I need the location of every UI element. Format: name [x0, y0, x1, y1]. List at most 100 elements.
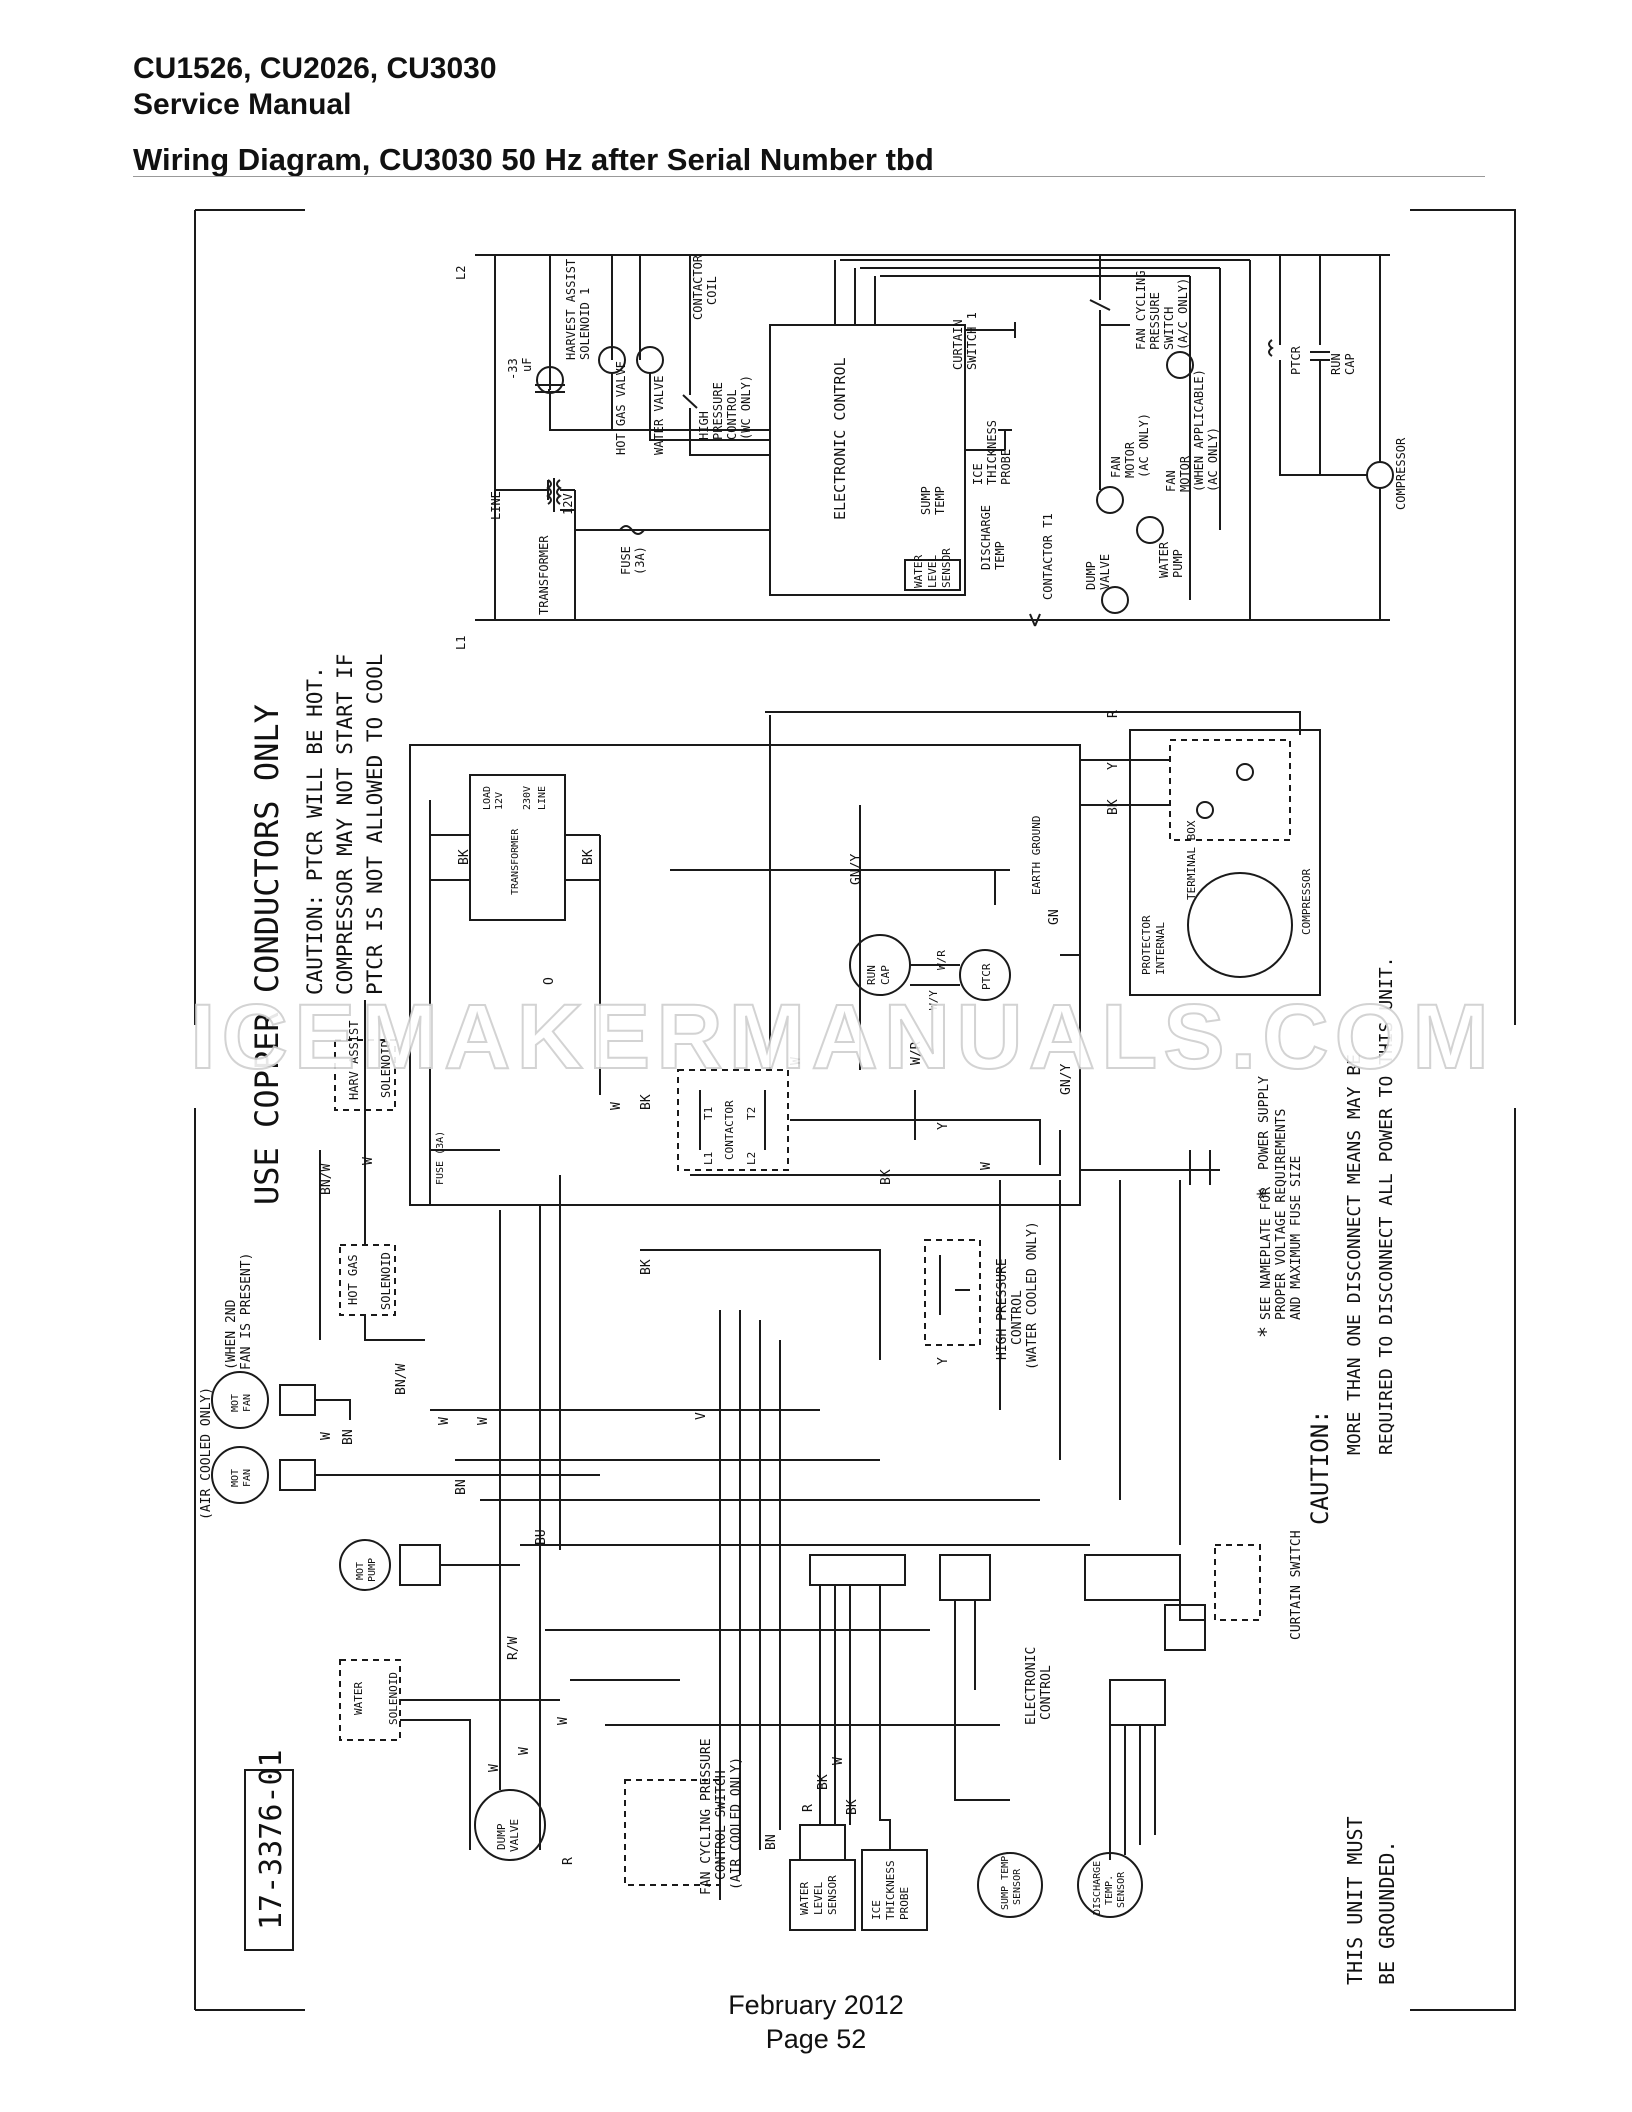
curtain-switch-label: CURTAIN SWITCH	[1289, 1530, 1304, 1640]
caution-may-not-start: COMPRESSOR MAY NOT START IF	[333, 654, 357, 995]
discharge-sensor-label-2: TEMP.	[1104, 1875, 1115, 1905]
o-label: O	[542, 977, 557, 985]
hot-gas-solenoid-label: SOLENOID	[379, 1252, 393, 1310]
w-label-6: W	[437, 1417, 452, 1425]
fan-cycling-label-3: SWITCH	[1162, 307, 1176, 350]
hp-control-switch	[682, 255, 770, 456]
r-w-label: R/W	[506, 1636, 521, 1660]
vertical-harness	[640, 1249, 881, 1900]
valve-returns	[611, 373, 770, 441]
sump-sensor-label-2: SENSOR	[1012, 1868, 1023, 1905]
hp-control-label-4: (WC ONLY)	[739, 375, 753, 440]
r-label-1: R	[1106, 710, 1121, 718]
nameplate-line-3: AND MAXIMUM FUSE SIZE	[1289, 1156, 1304, 1320]
pump-connector	[399, 1544, 441, 1586]
fan-cycling-schematic-3: (AIR COOLED ONLY)	[729, 1757, 744, 1890]
curtain-label-2: SWITCH 1	[965, 312, 979, 370]
bn-w-label-1: BN/W	[319, 1164, 334, 1195]
grounded-line-1: THIS UNIT MUST	[1343, 1816, 1367, 1985]
water-valve-label: WATER VALVE	[652, 376, 666, 455]
transformer-secondary	[560, 489, 770, 620]
water-solenoid-label-2: SOLENOID	[387, 1672, 400, 1725]
schematic-transformer	[469, 774, 566, 921]
bk-label-4: BK	[879, 1169, 894, 1185]
electronic-control-label-2: CONTROL	[1039, 1665, 1054, 1720]
ice-probe-label: ICE	[971, 463, 985, 485]
load-label: LOAD	[482, 786, 493, 810]
nameplate-star: *	[1254, 1326, 1278, 1338]
fan-connector-1	[279, 1459, 316, 1491]
dump-valve-label: DUMP	[1084, 561, 1098, 590]
sump-temp-label-2: TEMP	[933, 486, 947, 515]
bn-label-3: BN	[764, 1834, 779, 1850]
contactor-coil-label-2: COIL	[705, 276, 719, 305]
fuse-label: FUSE	[619, 546, 633, 575]
fan-motor-when-label: FAN	[1164, 470, 1178, 492]
v12-label: 12V	[561, 493, 575, 515]
power-supply-star: *	[1253, 1188, 1277, 1200]
water-level-label-2: LEVEL	[926, 555, 939, 588]
w-label-5: W	[319, 1432, 334, 1440]
transformer-label: TRANSFORMER	[537, 535, 551, 615]
y-label-1: Y	[936, 1122, 951, 1130]
sump-temp-sensor	[977, 1852, 1043, 1918]
water-level-sensor	[789, 1859, 856, 1931]
contactor-leads	[690, 715, 1061, 1176]
air-cooled-label: (AIR COOLED ONLY)	[199, 1387, 214, 1520]
page-title: Wiring Diagram, CU3030 50 Hz after Seria…	[133, 142, 934, 177]
compressor-motor	[1366, 461, 1394, 489]
control-outputs	[834, 259, 1250, 325]
ptcr-schematic: PTCR	[980, 963, 993, 990]
load-voltage: 12V	[494, 792, 505, 810]
bn-label-2: BN	[454, 1479, 469, 1495]
copper-warning: USE COPPER CONDUCTORS ONLY	[248, 704, 286, 1205]
curtain-switch-box	[1214, 1544, 1261, 1621]
ladder-control-label: ELECTRONIC CONTROL	[831, 357, 849, 520]
bk-label-1: BK	[457, 849, 472, 865]
second-fan-motor	[211, 1371, 269, 1429]
r-label-3: R	[801, 1804, 816, 1812]
control-box-outline	[409, 744, 1081, 1206]
ladder-l2: L2	[454, 266, 468, 280]
line-label: LINE	[537, 786, 548, 810]
y-label-2: Y	[1106, 762, 1121, 770]
w-r-label-2: W/R	[909, 1041, 924, 1065]
gn-label: GN	[1047, 909, 1062, 925]
t1-label: T1	[702, 1107, 715, 1120]
disconnect-line-1: MORE THAN ONE DISCONNECT MEANS MAY BE	[1344, 1054, 1365, 1455]
ladder-capacitor	[535, 255, 770, 431]
sensor-leads	[819, 1585, 891, 1850]
supply-harness	[999, 1180, 1181, 1545]
ladder-compressor-label: COMPRESSOR	[1394, 437, 1408, 510]
fan-cycling-schematic-2: CONTROL SWITCH	[714, 1770, 729, 1880]
discharge-temp-label: DISCHARGE	[979, 505, 993, 570]
bk-label-2: BK	[581, 849, 596, 865]
hp-schematic-label: HIGH PRESSURE	[995, 1258, 1010, 1360]
terminal-box	[1169, 739, 1291, 841]
water-level-label-3: SENSOR	[940, 548, 953, 588]
v-label: V	[694, 1412, 709, 1420]
dump-valve-schematic: DUMP	[495, 1823, 508, 1850]
grounded-line-2: BE GROUNDED.	[1375, 1841, 1399, 1986]
discharge-temp-label-2: TEMP	[993, 541, 1007, 570]
manual-heading: Service Manual	[133, 88, 352, 121]
water-solenoid-label: WATER	[352, 1682, 365, 1715]
water-pump-label-2: PUMP	[1171, 549, 1185, 578]
l2-label: L2	[745, 1152, 758, 1165]
caution-heading: CAUTION:	[1306, 1409, 1334, 1525]
bk-label-7: BK	[816, 1774, 831, 1790]
w-label-2: W	[609, 1102, 624, 1110]
fan-motor-ac-label-2: MOTOR	[1123, 441, 1137, 478]
fan-motor-ac-label-3: (AC ONLY)	[1137, 413, 1151, 478]
curtain-connector	[1164, 1604, 1206, 1651]
part-number-box	[244, 1769, 294, 1951]
compressor-wiring	[1279, 255, 1381, 620]
ice-probe-schematic-3: PROBE	[898, 1887, 911, 1920]
hp-control-box	[924, 1239, 981, 1346]
contactor-t1-label: CONTACTOR T1	[1041, 513, 1055, 600]
harv-solenoid-label: SOLENOID	[379, 1040, 393, 1098]
w-r-label: W/R	[935, 950, 948, 970]
fan-cycling-label-2: PRESSURE	[1148, 292, 1162, 350]
terminal-c	[1236, 763, 1254, 781]
